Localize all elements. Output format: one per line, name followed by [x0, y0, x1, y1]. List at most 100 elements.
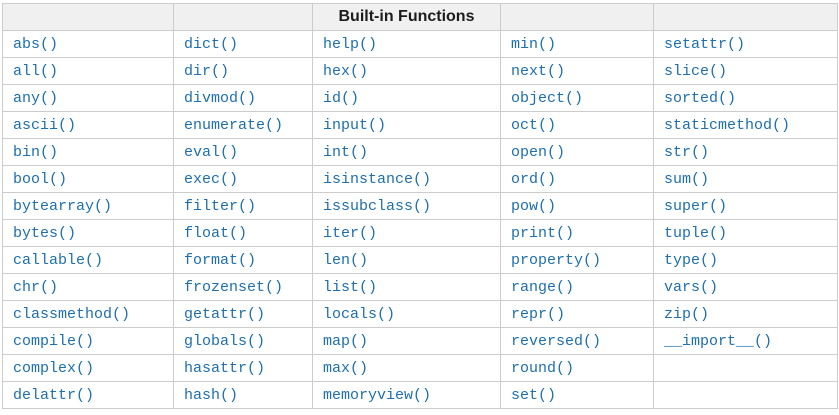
function-link[interactable]: callable()	[13, 251, 104, 269]
function-link[interactable]: sum()	[664, 170, 710, 188]
function-link[interactable]: property()	[511, 251, 602, 269]
function-link[interactable]: chr()	[13, 278, 59, 296]
function-link[interactable]: classmethod()	[13, 305, 131, 323]
function-link[interactable]: __import__()	[664, 332, 773, 350]
function-cell: super()	[653, 192, 838, 220]
function-link[interactable]: any()	[13, 89, 59, 107]
function-link[interactable]: tuple()	[664, 224, 728, 242]
function-link[interactable]: isinstance()	[323, 170, 432, 188]
function-cell: str()	[653, 138, 838, 166]
function-link[interactable]: issubclass()	[323, 197, 432, 215]
function-link[interactable]: enumerate()	[184, 116, 284, 134]
function-link[interactable]: set()	[511, 386, 557, 404]
function-link[interactable]: list()	[323, 278, 378, 296]
function-cell: min()	[500, 30, 654, 58]
table-row: abs() dict() help() min() setattr()	[2, 30, 838, 58]
function-link[interactable]: type()	[664, 251, 719, 269]
function-link[interactable]: memoryview()	[323, 386, 432, 404]
table-row: bool() exec() isinstance() ord() sum()	[2, 165, 838, 193]
function-cell: delattr()	[2, 381, 174, 409]
function-link[interactable]: setattr()	[664, 35, 746, 53]
function-link[interactable]: input()	[323, 116, 387, 134]
function-link[interactable]: zip()	[664, 305, 710, 323]
function-link[interactable]: id()	[323, 89, 360, 107]
header-cell-empty	[2, 3, 174, 31]
builtin-functions-table-container: Built-in Functions abs()dict()help()min(…	[2, 3, 838, 409]
function-link[interactable]: max()	[323, 359, 369, 377]
function-cell: __import__()	[653, 327, 838, 355]
function-cell: format()	[173, 246, 313, 274]
function-link[interactable]: getattr()	[184, 305, 266, 323]
function-cell: callable()	[2, 246, 174, 274]
function-cell: float()	[173, 219, 313, 247]
function-link[interactable]: ord()	[511, 170, 557, 188]
function-link[interactable]: int()	[323, 143, 369, 161]
function-link[interactable]: range()	[511, 278, 575, 296]
function-link[interactable]: map()	[323, 332, 369, 350]
function-cell: frozenset()	[173, 273, 313, 301]
function-link[interactable]: dict()	[184, 35, 239, 53]
function-cell: enumerate()	[173, 111, 313, 139]
function-link[interactable]: filter()	[184, 197, 257, 215]
function-link[interactable]: next()	[511, 62, 566, 80]
function-cell: bytes()	[2, 219, 174, 247]
function-cell: ord()	[500, 165, 654, 193]
function-link[interactable]: reversed()	[511, 332, 602, 350]
function-link[interactable]: pow()	[511, 197, 557, 215]
function-link[interactable]: sorted()	[664, 89, 737, 107]
function-cell: any()	[2, 84, 174, 112]
function-link[interactable]: locals()	[323, 305, 396, 323]
function-cell: help()	[312, 30, 501, 58]
function-link[interactable]: round()	[511, 359, 575, 377]
builtin-functions-table: Built-in Functions abs()dict()help()min(…	[2, 3, 838, 409]
function-link[interactable]: frozenset()	[184, 278, 284, 296]
function-link[interactable]: slice()	[664, 62, 728, 80]
function-link[interactable]: help()	[323, 35, 378, 53]
function-link[interactable]: min()	[511, 35, 557, 53]
function-link[interactable]: exec()	[184, 170, 239, 188]
function-link[interactable]: eval()	[184, 143, 239, 161]
function-link[interactable]: dir()	[184, 62, 230, 80]
function-link[interactable]: hex()	[323, 62, 369, 80]
table-row: bin() eval() int() open() str()	[2, 138, 838, 166]
function-link[interactable]: iter()	[323, 224, 378, 242]
function-link[interactable]: len()	[323, 251, 369, 269]
function-link[interactable]: oct()	[511, 116, 557, 134]
function-link[interactable]: open()	[511, 143, 566, 161]
header-cell-empty	[173, 3, 313, 31]
function-link[interactable]: super()	[664, 197, 728, 215]
function-link[interactable]: bytearray()	[13, 197, 113, 215]
function-link[interactable]: divmod()	[184, 89, 257, 107]
table-row: compile() globals() map() reversed() __impor…	[2, 327, 838, 355]
function-link[interactable]: str()	[664, 143, 710, 161]
function-link[interactable]: object()	[511, 89, 584, 107]
function-cell: round()	[500, 354, 654, 382]
table-row: chr() frozenset() list() range() vars()	[2, 273, 838, 301]
function-link[interactable]: bytes()	[13, 224, 77, 242]
function-cell: chr()	[2, 273, 174, 301]
function-cell: print()	[500, 219, 654, 247]
function-cell: issubclass()	[312, 192, 501, 220]
function-link[interactable]: bool()	[13, 170, 68, 188]
function-link[interactable]: float()	[184, 224, 248, 242]
function-link[interactable]: vars()	[664, 278, 719, 296]
function-link[interactable]: abs()	[13, 35, 59, 53]
function-link[interactable]: staticmethod()	[664, 116, 791, 134]
function-link[interactable]: hash()	[184, 386, 239, 404]
function-cell: getattr()	[173, 300, 313, 328]
function-cell: dir()	[173, 57, 313, 85]
function-link[interactable]: complex()	[13, 359, 95, 377]
function-cell: isinstance()	[312, 165, 501, 193]
function-link[interactable]: delattr()	[13, 386, 95, 404]
function-link[interactable]: bin()	[13, 143, 59, 161]
function-link[interactable]: format()	[184, 251, 257, 269]
function-cell: bytearray()	[2, 192, 174, 220]
function-link[interactable]: hasattr()	[184, 359, 266, 377]
function-cell: int()	[312, 138, 501, 166]
function-link[interactable]: print()	[511, 224, 575, 242]
function-link[interactable]: repr()	[511, 305, 566, 323]
function-link[interactable]: compile()	[13, 332, 95, 350]
function-link[interactable]: all()	[13, 62, 59, 80]
function-link[interactable]: ascii()	[13, 116, 77, 134]
function-link[interactable]: globals()	[184, 332, 266, 350]
